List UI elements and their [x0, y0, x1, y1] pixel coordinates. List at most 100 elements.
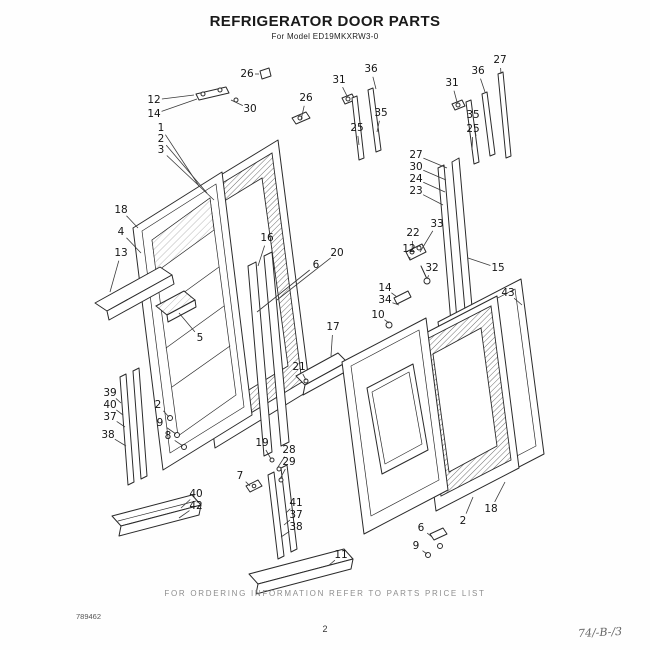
callout-leader-43 — [513, 297, 523, 306]
freezer-door-front-panel — [341, 317, 449, 535]
callout-38: 38 — [101, 429, 114, 441]
callout-23: 23 — [409, 185, 422, 197]
callout-leader-4 — [126, 237, 142, 254]
callout-36: 36 — [364, 63, 378, 75]
callout-6: 6 — [313, 259, 320, 271]
callout-leader-35 — [473, 122, 477, 137]
callout-29: 29 — [282, 456, 295, 468]
callout-leader-21 — [302, 373, 307, 381]
callout-31: 31 — [332, 74, 345, 86]
callout-leader-32 — [426, 275, 430, 280]
callout-leader-20 — [276, 257, 331, 301]
callout-9: 9 — [157, 417, 164, 429]
callout-leader-38 — [280, 531, 290, 538]
page-number: 2 — [322, 624, 328, 634]
callout-3: 3 — [158, 144, 165, 156]
callout-37: 37 — [103, 411, 116, 423]
callout-leader-40 — [116, 409, 124, 416]
callout-8: 8 — [165, 430, 172, 442]
callout-35: 35 — [466, 109, 479, 121]
callout-19: 19 — [255, 437, 268, 449]
callout-leader-14 — [391, 292, 398, 298]
callout-leader-22 — [411, 240, 413, 252]
callout-leader-39 — [115, 398, 122, 404]
callout-leader-25 — [471, 136, 473, 151]
callout-33: 33 — [430, 218, 443, 230]
callout-leader-33 — [419, 230, 434, 253]
left-door-shelf-bar — [94, 266, 175, 321]
callout-leader-31 — [342, 87, 348, 97]
bottom-center-shelf-bar — [248, 548, 354, 595]
callout-11: 11 — [334, 549, 347, 561]
callout-9: 9 — [413, 540, 420, 552]
callout-leader-25 — [357, 135, 360, 146]
callout-43: 43 — [501, 287, 514, 299]
center-trim-strips — [247, 251, 290, 457]
model-line: For Model ED19MKXRW3-0 — [271, 32, 379, 41]
callout-leader-7 — [245, 481, 251, 487]
callout-39: 39 — [103, 387, 116, 399]
callout-26: 26 — [240, 68, 254, 80]
callout-10: 10 — [371, 309, 384, 321]
callout-2: 2 — [155, 399, 162, 411]
callout-leader-6 — [426, 532, 433, 538]
butter-compartment-bracket — [155, 290, 197, 323]
callout-16: 16 — [260, 232, 274, 244]
bottom-hinge-bracket — [245, 479, 263, 493]
callout-leader-5 — [178, 312, 196, 333]
callout-leader-35 — [376, 120, 380, 133]
callout-leader-17 — [330, 334, 333, 357]
bottom-left-shelf-bar — [111, 494, 202, 537]
callout-20: 20 — [330, 247, 343, 259]
top-trim-strips — [351, 71, 512, 165]
callout-18: 18 — [114, 204, 127, 216]
callout-30: 30 — [243, 103, 256, 115]
callout-34: 34 — [378, 294, 392, 306]
bottom-left-trim-strips — [119, 367, 187, 486]
callout-40: 40 — [189, 488, 202, 500]
callout-37: 37 — [289, 509, 302, 521]
callout-leader-9 — [166, 427, 177, 435]
callout-24: 24 — [409, 173, 423, 185]
callout-leader-24 — [423, 181, 446, 193]
callout-leader-9 — [422, 550, 428, 555]
ordering-info-text: FOR ORDERING INFORMATION REFER TO PARTS … — [164, 589, 486, 598]
callout-22: 22 — [406, 227, 419, 239]
page-title: REFRIGERATOR DOOR PARTS — [209, 13, 441, 30]
callout-14: 14 — [147, 108, 161, 120]
callout-leader-2 — [163, 410, 170, 418]
callout-27: 27 — [493, 54, 506, 66]
callout-42: 42 — [189, 500, 202, 512]
callout-28: 28 — [282, 444, 295, 456]
page-header: REFRIGERATOR DOOR PARTS For Model ED19MK… — [0, 0, 650, 41]
callout-21: 21 — [292, 361, 305, 373]
bottom-center-trim-strips — [267, 457, 298, 560]
callout-1: 1 — [158, 122, 165, 134]
callout-leader-12 — [161, 94, 195, 100]
callout-26: 26 — [299, 92, 313, 104]
callout-38: 38 — [289, 521, 302, 533]
callout-leader-23 — [422, 194, 444, 206]
callout-leader-18 — [494, 481, 506, 503]
fresh-food-outer-door — [132, 171, 253, 471]
callout-12: 12 — [147, 94, 160, 106]
callout-leader-31 — [453, 90, 458, 103]
callout-leader-29 — [279, 468, 286, 480]
callout-13: 13 — [114, 247, 127, 259]
callout-leader-40 — [180, 499, 191, 509]
bottom-right-hardware — [425, 527, 448, 558]
callout-14: 14 — [378, 282, 392, 294]
center-door-shelf — [295, 352, 348, 396]
callout-leader-28 — [277, 456, 286, 468]
callout-leader-3 — [166, 155, 215, 201]
callout-40: 40 — [103, 399, 116, 411]
callout-leader-18 — [126, 215, 139, 229]
callout-4: 4 — [118, 226, 125, 238]
callout-7: 7 — [237, 470, 244, 482]
callout-leader-14 — [161, 98, 198, 112]
callout-25: 25 — [350, 122, 363, 134]
callout-leader-8 — [174, 440, 184, 447]
callout-35: 35 — [374, 107, 387, 119]
callout-leader-10 — [384, 319, 390, 324]
